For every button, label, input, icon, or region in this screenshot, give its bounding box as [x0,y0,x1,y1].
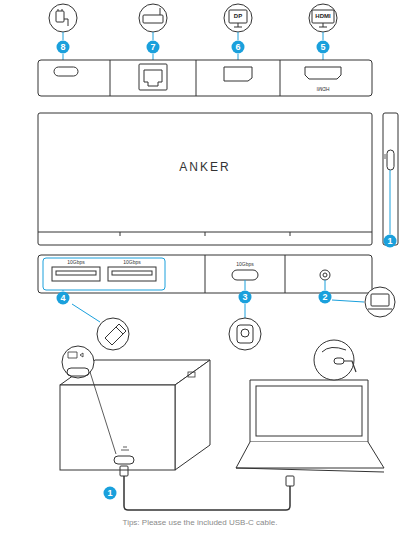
callout-number: 7 [147,41,160,54]
callout-number: 2 [319,291,332,304]
callout-number: 1 [104,487,117,500]
callout-number: 8 [57,41,70,54]
callout-number: 5 [317,41,330,54]
port-label: HDMI [316,86,331,91]
tip-note: Tips: Please use the included USB-C cabl… [123,519,278,527]
brand-logo: ANKER [179,160,230,174]
port-label: 10Gbps [235,262,255,267]
callout-number: 3 [239,291,252,304]
callout-number: 6 [232,41,245,54]
port-label: 10Gbps [66,260,86,265]
port-label: 10Gbps [122,260,142,265]
callout-number: 1 [384,235,397,248]
icon-text: HDMI [315,13,330,19]
callout-number: 4 [57,292,70,305]
icon-text: DP [234,13,242,19]
brand-text: ANKER [179,160,230,174]
